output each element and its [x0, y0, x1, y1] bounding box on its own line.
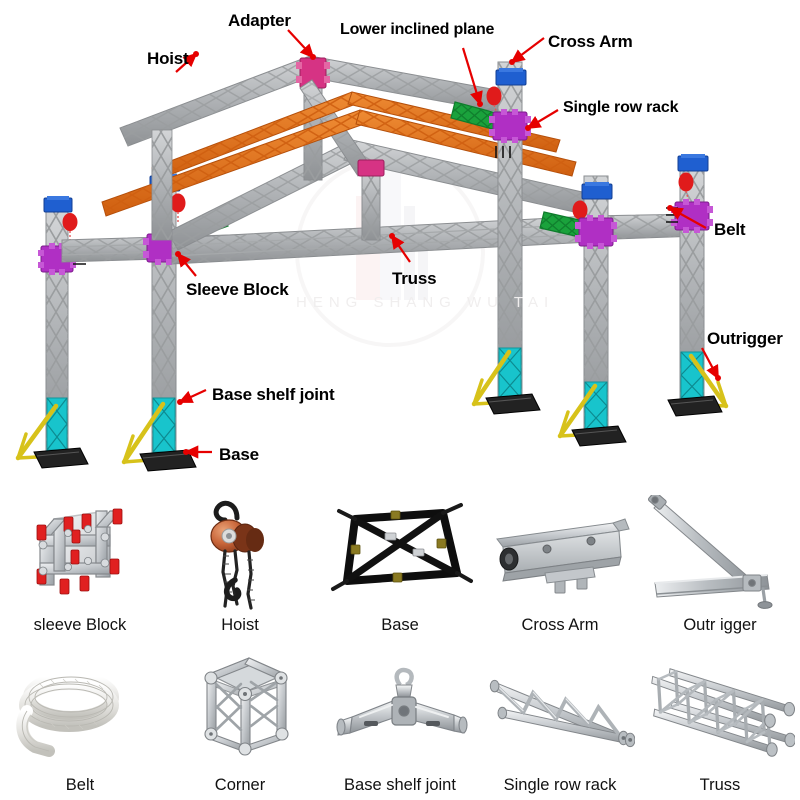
- gallery-caption-sleeve-block: sleeve Block: [33, 616, 127, 634]
- callout-label-hoist: Hoist: [147, 49, 189, 68]
- roof-support-legs: [151, 129, 173, 241]
- callout-label-base: Base: [219, 445, 259, 464]
- callout-label-base-shelf-joint: Base shelf joint: [212, 385, 335, 404]
- tower-right-front: [539, 175, 627, 447]
- gallery-item-cross-arm[interactable]: Cross Arm: [480, 480, 640, 638]
- gallery-item-belt[interactable]: Belt: [0, 640, 160, 798]
- gallery-caption-outrigger: Outr igger: [683, 616, 757, 634]
- gallery-item-sleeve-block[interactable]: sleeve Block: [0, 480, 160, 638]
- hoist-assembly: [486, 68, 527, 123]
- sleeve-block-collar: [575, 215, 617, 249]
- gallery-item-corner[interactable]: Corner: [160, 640, 320, 798]
- gallery-item-outrigger[interactable]: Outr igger: [640, 480, 800, 638]
- sleeve-block-collar: [489, 109, 531, 143]
- hoist-assembly: [572, 182, 613, 233]
- callout-arrow-dots: [175, 51, 721, 455]
- single-row-rack-group: [101, 91, 577, 217]
- truss-assembly-svg: [15, 29, 729, 472]
- gallery-caption-hoist: Hoist: [221, 616, 259, 634]
- gallery-caption-truss: Truss: [699, 776, 741, 794]
- gallery-item-single-row-rack[interactable]: Single row rack: [480, 640, 640, 798]
- gallery-row-1: sleeve Block: [0, 480, 800, 638]
- corner-photo: [165, 644, 315, 762]
- callout-label-sleeve-block: Sleeve Block: [186, 280, 289, 299]
- gallery-caption-base-shelf-joint: Base shelf joint: [344, 776, 456, 794]
- callout-label-belt: Belt: [714, 220, 746, 239]
- base-photo: [325, 494, 475, 612]
- callout-label-outrigger: Outrigger: [707, 329, 783, 348]
- cross-arm-photo: [485, 494, 635, 612]
- gallery-caption-base: Base: [381, 616, 419, 634]
- gallery-caption-belt: Belt: [65, 776, 95, 794]
- gallery-item-base-shelf-joint[interactable]: Base shelf joint: [320, 640, 480, 798]
- single-row-rack-photo: [485, 654, 635, 772]
- truss-assembly-diagram: HENG SHANG WU TAI Adapter Lower inclined…: [15, 11, 783, 472]
- tower-right-rear: [450, 61, 541, 415]
- center-post: [357, 159, 385, 241]
- base-shelf-joint-photo: [325, 654, 475, 772]
- callout-label-cross-arm: Cross Arm: [548, 32, 633, 51]
- hoist-assembly: [43, 196, 78, 248]
- watermark-wordmark: HENG SHANG WU TAI: [296, 294, 555, 311]
- callout-label-truss: Truss: [392, 269, 437, 288]
- base-plate: [485, 393, 541, 415]
- callout-label-lower-inclined-plane: Lower inclined plane: [340, 21, 495, 38]
- base-plate: [139, 449, 197, 472]
- belt-photo: [5, 654, 155, 772]
- component-gallery: sleeve Block: [0, 478, 800, 800]
- hoist-assembly: [677, 154, 709, 207]
- outrigger-photo: [645, 494, 795, 612]
- callout-arrows: [175, 29, 719, 459]
- sleeve-block-photo: [5, 494, 155, 612]
- truss-photo: [645, 654, 795, 772]
- base-plate: [33, 447, 89, 469]
- gallery-caption-cross-arm: Cross Arm: [521, 616, 599, 634]
- gallery-item-hoist[interactable]: Hoist: [160, 480, 320, 638]
- callout-label-adapter: Adapter: [228, 11, 291, 30]
- sleeve-block-collar: [671, 199, 713, 233]
- gallery-caption-single-row-rack: Single row rack: [503, 776, 617, 794]
- gallery-row-2: Belt: [0, 640, 800, 798]
- gallery-caption-corner: Corner: [214, 776, 266, 794]
- gallery-item-truss[interactable]: Truss: [640, 640, 800, 798]
- tower-far-left-rear: [15, 196, 89, 469]
- base-plate: [571, 425, 627, 447]
- gallery-item-base[interactable]: Base: [320, 480, 480, 638]
- base-plate: [667, 395, 723, 417]
- callout-label-single-row-rack: Single row rack: [563, 99, 679, 116]
- hoist-photo: [165, 494, 315, 612]
